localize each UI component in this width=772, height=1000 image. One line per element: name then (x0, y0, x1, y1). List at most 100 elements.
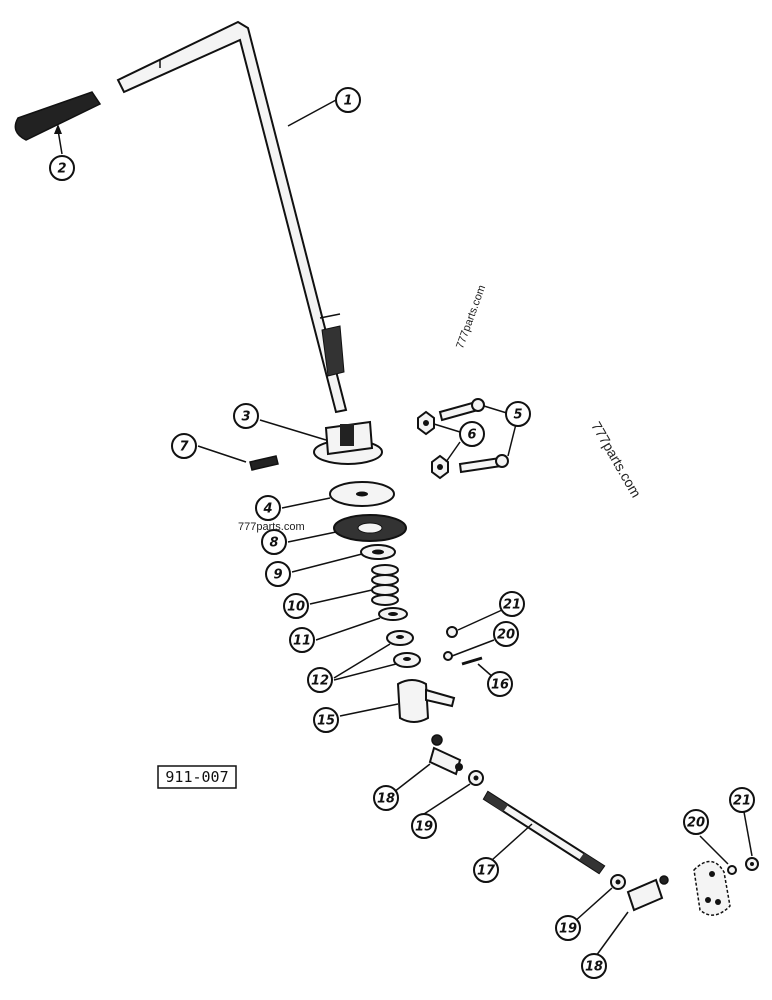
callout-c21b: 21 (729, 787, 755, 813)
figure-code-text: 911-007 (165, 768, 228, 786)
callout-label: 18 (377, 792, 395, 807)
callout-label: 20 (687, 816, 705, 831)
callout-label: 11 (293, 634, 311, 649)
nut-upper (417, 410, 435, 436)
callout-c18b: 18 (581, 953, 607, 979)
callout-c10: 10 (283, 593, 309, 619)
callout-c3: 3 (233, 403, 259, 429)
callout-circle (49, 155, 75, 181)
callout-label: 21 (503, 598, 521, 613)
small-washer (360, 544, 396, 560)
callout-c1: 1 (335, 87, 361, 113)
callout-label: 19 (559, 922, 577, 937)
callout-circle (555, 915, 581, 941)
watermark-3: 777parts.com (238, 521, 305, 533)
callout-label: 19 (415, 820, 433, 835)
ball-joint-upper (428, 734, 463, 776)
callout-c19a: 19 (411, 813, 437, 839)
callout-circle (265, 561, 291, 587)
ball-joint-lower (626, 875, 669, 912)
roll-pin (249, 455, 279, 471)
callout-circle (233, 403, 259, 429)
callout-circle (313, 707, 339, 733)
clip-20-upper (443, 651, 453, 661)
compression-spring (371, 564, 399, 606)
nut-21-upper (446, 626, 458, 638)
watermark-2: 777parts.com (588, 419, 644, 500)
lever-knob (14, 91, 102, 141)
callout-circle (411, 813, 437, 839)
callout-c11: 11 (289, 627, 315, 653)
callout-label: 6 (467, 428, 476, 443)
callout-label: 1 (343, 94, 352, 109)
clip-20-lower (727, 865, 737, 875)
nut-lower (431, 454, 449, 480)
callout-circle (307, 667, 333, 693)
friction-disc (333, 514, 407, 542)
callout-c2: 2 (49, 155, 75, 181)
callout-c9: 9 (265, 561, 291, 587)
callout-c16: 16 (487, 671, 513, 697)
lever-arm (396, 679, 456, 723)
callout-label: 21 (733, 794, 751, 809)
callout-circle (289, 627, 315, 653)
callout-c21a: 21 (499, 591, 525, 617)
callout-label: 2 (57, 162, 66, 177)
callout-circle (683, 809, 709, 835)
jam-nut-upper (386, 630, 414, 646)
callout-circle (373, 785, 399, 811)
spring-washer (378, 607, 408, 621)
callout-c20a: 20 (493, 621, 519, 647)
callout-c8: 8 (261, 529, 287, 555)
callout-circle (335, 87, 361, 113)
nut-19-lower (610, 874, 626, 890)
callout-circle (487, 671, 513, 697)
callout-label: 16 (491, 678, 509, 693)
nut-21-lower (745, 857, 759, 871)
callout-circle (493, 621, 519, 647)
callout-circle (505, 401, 531, 427)
nut-19-upper (468, 770, 484, 786)
callout-label: 7 (179, 440, 189, 455)
mounting-bracket (693, 860, 731, 916)
callout-c17: 17 (473, 857, 499, 883)
figure-code: 911-007 (157, 765, 237, 789)
callout-label: 10 (287, 600, 305, 615)
callout-c15: 15 (313, 707, 339, 733)
callout-c7: 7 (171, 433, 197, 459)
callout-circle (459, 421, 485, 447)
callout-label: 5 (513, 408, 522, 423)
callout-c12: 12 (307, 667, 333, 693)
pivot-housing (313, 420, 383, 465)
threaded-rod (482, 790, 606, 875)
callout-c6: 6 (459, 421, 485, 447)
callout-circle (581, 953, 607, 979)
callout-c5: 5 (505, 401, 531, 427)
callout-c19b: 19 (555, 915, 581, 941)
callout-circle (255, 495, 281, 521)
bolt-lower (458, 454, 509, 474)
callout-c4: 4 (255, 495, 281, 521)
bolt-upper (438, 398, 485, 422)
callout-label: 3 (241, 410, 250, 425)
callout-label: 18 (585, 960, 603, 975)
callout-circle (261, 529, 287, 555)
callout-label: 4 (262, 502, 272, 517)
callout-circle (283, 593, 309, 619)
callout-c18a: 18 (373, 785, 399, 811)
watermark-1: 777parts.com (454, 284, 488, 351)
callout-circle (729, 787, 755, 813)
callout-label: 17 (477, 864, 496, 879)
callout-c20b: 20 (683, 809, 709, 835)
flat-washer (329, 481, 395, 507)
callout-label: 20 (497, 628, 515, 643)
callout-circle (171, 433, 197, 459)
pin-16 (461, 656, 483, 666)
callout-label: 12 (311, 674, 329, 689)
callout-label: 9 (273, 568, 282, 583)
leader-lines (54, 99, 753, 957)
callout-circle (473, 857, 499, 883)
callout-circle (499, 591, 525, 617)
